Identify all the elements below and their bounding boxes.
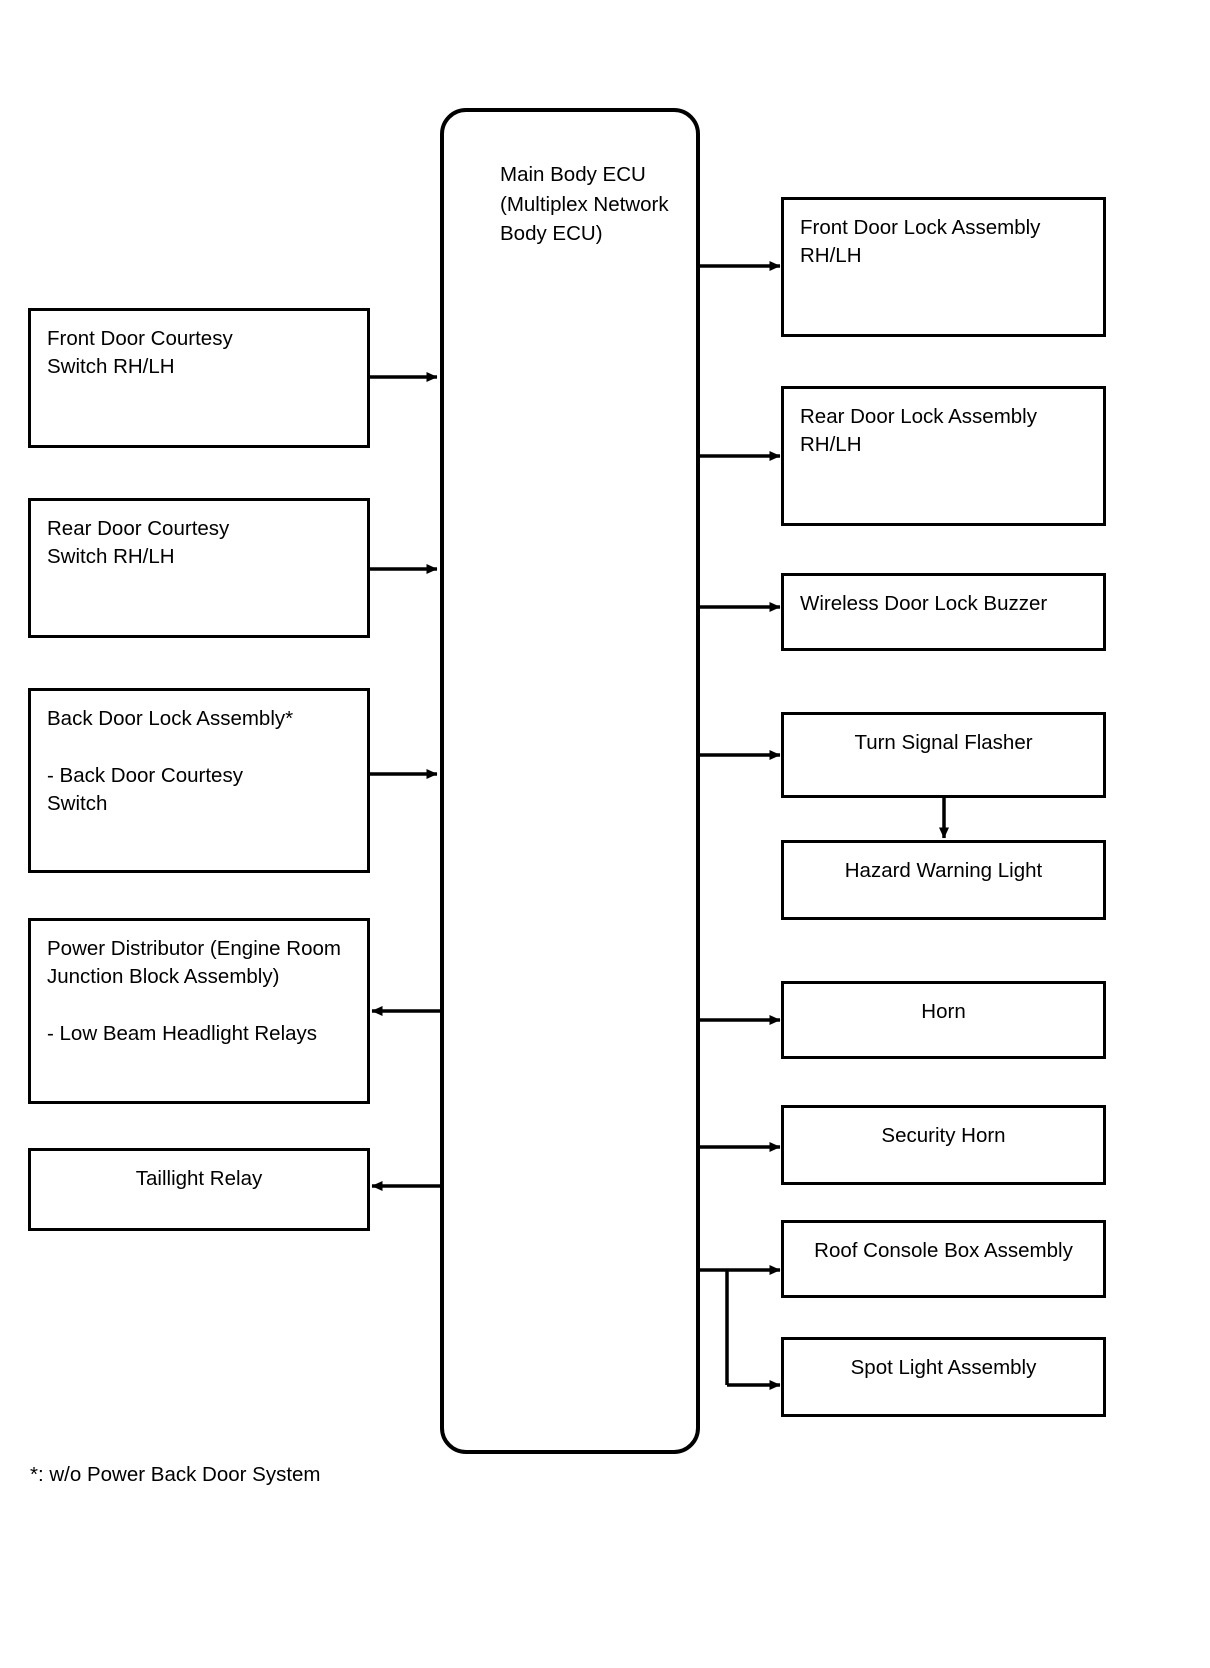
node-spot-light-assembly[interactable]: Spot Light Assembly [781, 1337, 1106, 1417]
node-label: Taillight Relay [135, 1167, 263, 1190]
footnote-text: *: w/o Power Back Door System [30, 1463, 321, 1486]
node-rear-door-courtesy-switch[interactable]: Rear Door Courtesy Switch RH/LH [28, 498, 370, 638]
main-body-ecu-label: Main Body ECU (Multiplex Network Body EC… [500, 163, 669, 246]
node-security-horn[interactable]: Security Horn [781, 1105, 1106, 1185]
node-label: Front Door Lock Assembly RH/LH [800, 216, 1041, 268]
node-label: Rear Door Courtesy Switch RH/LH [47, 517, 230, 569]
node-label: Hazard Warning Light [844, 859, 1043, 882]
node-taillight-relay[interactable]: Taillight Relay [28, 1148, 370, 1231]
node-horn[interactable]: Horn [781, 981, 1106, 1059]
node-turn-signal-flasher[interactable]: Turn Signal Flasher [781, 712, 1106, 798]
node-label: Wireless Door Lock Buzzer [800, 592, 1048, 615]
wire-ecu-to-roof-console-and-spot-light [700, 1265, 781, 1390]
node-power-distributor[interactable]: Power Distributor (Engine Room Junction … [28, 918, 370, 1104]
node-rear-door-lock-assembly[interactable]: Rear Door Lock Assembly RH/LH [781, 386, 1106, 526]
node-front-door-lock-assembly[interactable]: Front Door Lock Assembly RH/LH [781, 197, 1106, 337]
node-roof-console-box-assembly[interactable]: Roof Console Box Assembly [781, 1220, 1106, 1298]
node-label: Turn Signal Flasher [854, 731, 1033, 754]
node-hazard-warning-light[interactable]: Hazard Warning Light [781, 840, 1106, 920]
node-label: Front Door Courtesy Switch RH/LH [47, 327, 233, 379]
node-label: Roof Console Box Assembly [814, 1239, 1073, 1262]
node-label: Security Horn [881, 1124, 1006, 1147]
node-label: Horn [921, 1000, 966, 1023]
node-back-door-lock-assembly[interactable]: Back Door Lock Assembly* - Back Door Cou… [28, 688, 370, 873]
node-label: Back Door Lock Assembly* - Back Door Cou… [47, 707, 294, 815]
node-front-door-courtesy-switch[interactable]: Front Door Courtesy Switch RH/LH [28, 308, 370, 448]
node-label: Rear Door Lock Assembly RH/LH [800, 405, 1037, 457]
node-main-body-ecu[interactable]: Main Body ECU (Multiplex Network Body EC… [440, 108, 700, 1454]
node-wireless-door-lock-buzzer[interactable]: Wireless Door Lock Buzzer [781, 573, 1106, 651]
node-label: Power Distributor (Engine Room Junction … [47, 937, 341, 1045]
node-label: Spot Light Assembly [850, 1356, 1037, 1379]
